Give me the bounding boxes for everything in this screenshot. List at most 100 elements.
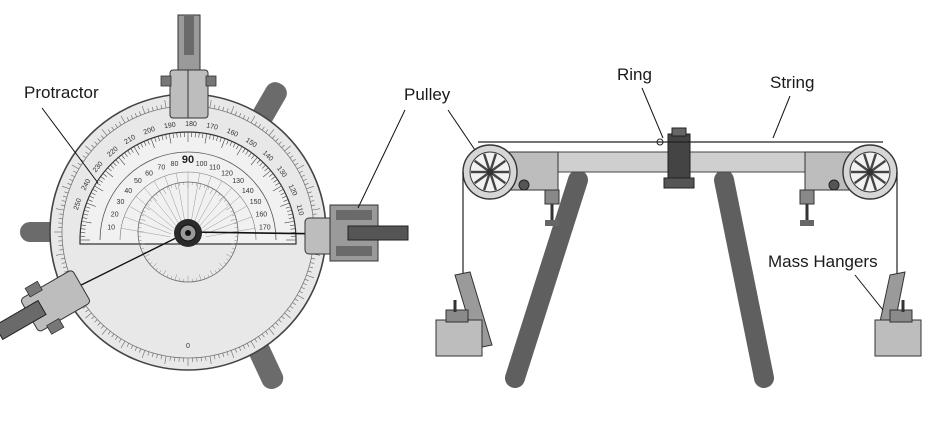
outer-tick — [134, 346, 138, 351]
protractor-tick — [202, 133, 204, 139]
pulley-spoke — [482, 153, 490, 169]
outer-tick — [64, 191, 69, 194]
outer-tick — [304, 183, 309, 186]
protractor-tick — [271, 176, 276, 180]
outer-tick — [242, 115, 246, 119]
outer-tick — [292, 159, 296, 162]
center-tick — [230, 210, 234, 213]
outer-tick — [306, 185, 315, 190]
protractor-tick — [96, 182, 101, 186]
protractor-tick — [143, 141, 147, 147]
protractor-tick — [98, 179, 103, 183]
center-tick — [226, 258, 230, 261]
outer-tick — [59, 213, 64, 215]
center-tick — [155, 267, 158, 271]
protractor-leader — [41, 107, 99, 184]
outer-tick — [281, 144, 285, 148]
outer-tick — [268, 328, 275, 335]
outer-tick — [258, 336, 261, 340]
inner-scale-number: 70 — [157, 165, 165, 172]
outer-tick — [310, 262, 315, 264]
protractor-tick — [80, 228, 86, 230]
protractor-tick — [278, 189, 284, 192]
protractor-tick — [87, 199, 93, 202]
outer-tick — [97, 138, 101, 142]
pulley-spoke — [492, 173, 507, 185]
outer-tick — [139, 111, 142, 116]
center-tick — [179, 278, 181, 282]
protractor-tick — [250, 157, 258, 166]
outer-tick — [85, 309, 89, 313]
outer-tick — [164, 99, 167, 108]
outer-tick — [238, 113, 242, 118]
outer-tick — [242, 345, 246, 349]
outer-tick — [61, 185, 70, 190]
protractor-tick — [251, 154, 255, 160]
center-tick — [179, 182, 181, 186]
center-tick — [203, 276, 206, 280]
protractor-tick — [212, 135, 215, 141]
center-tick — [207, 186, 210, 190]
outer-tick — [261, 126, 265, 131]
outer-tick — [311, 204, 316, 207]
protractor-tick — [242, 148, 246, 153]
side-center-base — [663, 177, 695, 189]
protractor-tick — [105, 170, 114, 178]
outer-tick — [234, 111, 237, 116]
right-pulley-clamp — [304, 204, 409, 262]
protractor-tick — [259, 162, 264, 167]
protractor-tick — [147, 139, 150, 145]
outer-tick — [299, 290, 303, 294]
outer-tick — [284, 145, 291, 152]
outer-tick — [302, 178, 307, 182]
protractor-tick — [256, 159, 261, 164]
outer-tick — [226, 108, 229, 113]
outer-tick — [272, 135, 276, 139]
side-pulley-left — [462, 144, 560, 226]
outer-tick — [287, 309, 291, 313]
outer-tick — [254, 338, 258, 343]
force-table-side-view: Ring String Mass Hangers — [435, 65, 922, 388]
outer-tick — [147, 108, 150, 113]
center-tick — [234, 223, 238, 225]
protractor-ray — [120, 227, 171, 238]
ring-label: Ring — [617, 65, 652, 84]
outer-tick — [94, 319, 98, 323]
protractor-ray — [144, 187, 177, 227]
protractor-tick — [110, 164, 115, 169]
center-tick — [207, 274, 210, 278]
pulley-spoke — [853, 159, 868, 171]
outer-tick — [213, 355, 216, 360]
outer-tick — [111, 333, 115, 338]
center-tick — [225, 206, 232, 211]
inner-scale-number: 110 — [209, 165, 220, 172]
center-tick — [138, 223, 142, 225]
center-tick — [152, 196, 158, 202]
outer-tick — [205, 356, 207, 361]
outer-tick — [226, 351, 229, 356]
protractor-tick — [92, 189, 98, 192]
inner-scale-number: 150 — [250, 199, 262, 206]
protractor-ray — [193, 176, 212, 224]
pulley-spoke — [853, 173, 868, 185]
protractor-tick — [236, 146, 243, 156]
center-tick — [152, 262, 158, 268]
outer-tick — [296, 164, 305, 170]
outer-tick — [101, 129, 108, 136]
pulley-spoke — [872, 159, 887, 171]
protractor-ray — [203, 205, 248, 232]
center-pin — [185, 230, 191, 236]
protractor-tick — [284, 220, 295, 224]
outer-tick — [289, 305, 294, 309]
protractor-tick — [118, 157, 126, 166]
outer-tick — [141, 350, 146, 359]
outer-tick — [82, 155, 87, 159]
outer-tick — [265, 331, 269, 335]
protractor-ray — [175, 172, 186, 223]
outer-tick — [91, 316, 95, 320]
protractor-tick — [226, 139, 229, 145]
outer-scale-number: 110 — [295, 204, 305, 217]
pulley-spoke — [862, 153, 870, 169]
inner-scale-number: 170 — [259, 224, 271, 231]
